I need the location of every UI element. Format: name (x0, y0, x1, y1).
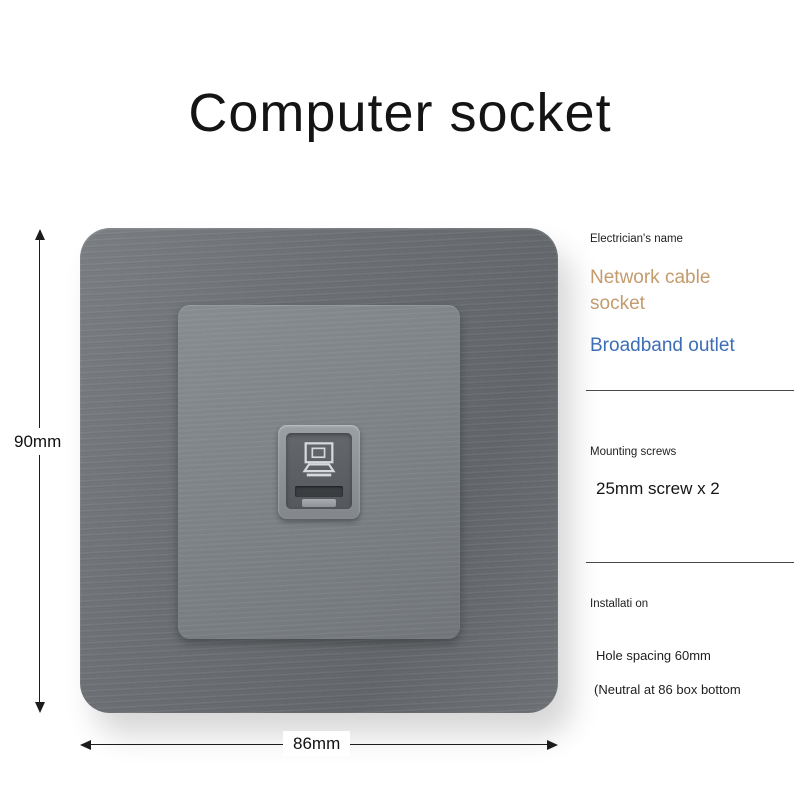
screws-value: 25mm screw x 2 (596, 479, 720, 498)
arrow-down-icon (35, 702, 45, 713)
arrow-left-icon (80, 740, 91, 750)
divider (586, 562, 794, 563)
rj45-jack-face (286, 433, 352, 509)
width-dimension-label: 86mm (283, 731, 351, 756)
arrow-up-icon (35, 229, 45, 240)
product-name: Network cable socket (590, 267, 711, 314)
wall-plate-image (80, 228, 558, 713)
rj45-latch (302, 499, 336, 507)
electricians-name-label: Electrician's name (590, 233, 683, 245)
divider (586, 390, 794, 391)
arrow-right-icon (547, 740, 558, 750)
height-dimension-label: 90mm (10, 428, 66, 455)
mounting-screws-label: Mounting screws (590, 446, 677, 458)
height-dimension-line (39, 232, 40, 710)
computer-icon (299, 441, 339, 484)
page-title: Computer socket (188, 83, 612, 143)
rj45-jack (278, 425, 360, 519)
installation-neutral-note: (Neutral at 86 box bottom (594, 682, 741, 697)
rj45-port-slot (295, 486, 343, 497)
socket-panel (178, 305, 460, 639)
installation-hole-spacing: Hole spacing 60mm (596, 648, 711, 663)
installation-label: Installati on (590, 598, 649, 610)
product-alt-name: Broadband outlet (590, 335, 735, 356)
